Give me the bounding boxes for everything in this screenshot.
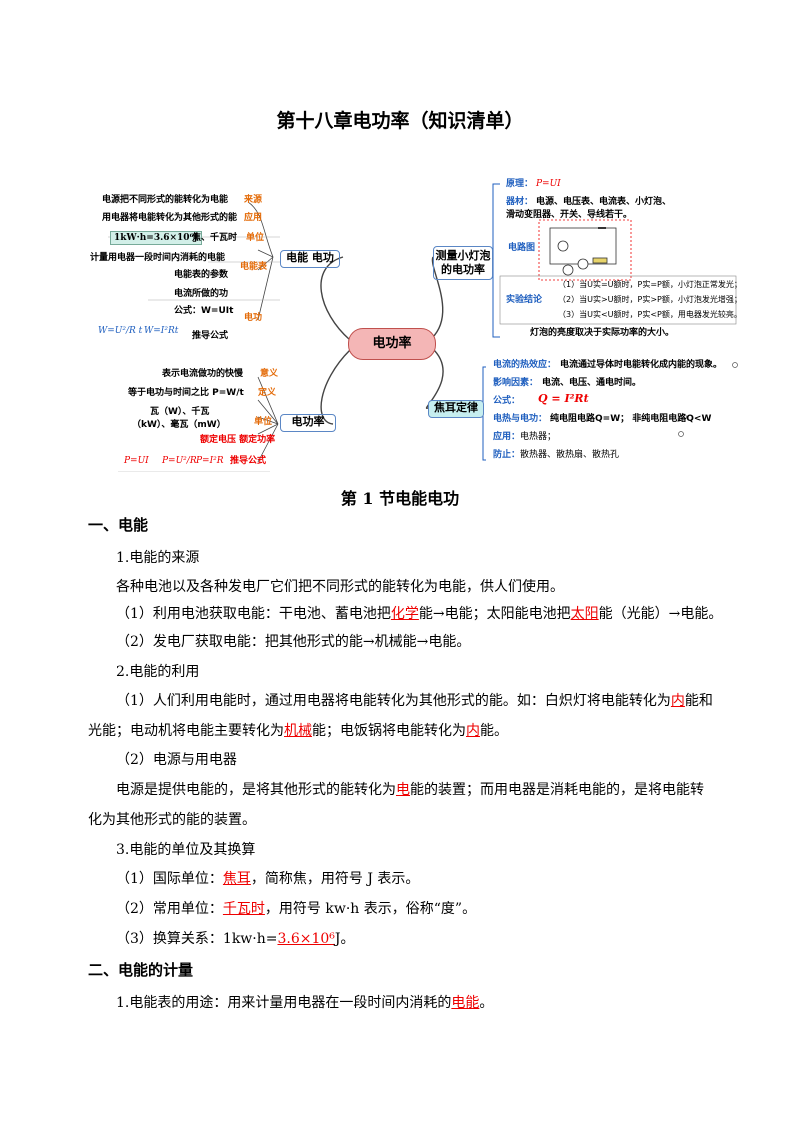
mind-map-center: 电功率 <box>348 328 436 360</box>
connector-bottom-left <box>320 349 351 425</box>
rb-row1-label: 电流的热效应： <box>493 360 557 370</box>
heading-2: 二、电能的计量 <box>88 961 194 979</box>
lt-row1-text: 电源把不同形式的能转化为电能 <box>102 195 229 205</box>
paragraph-2: （1）利用电池获取电能：干电池、蓄电池把化学能→电能；太阳能电池把太阳能（光能）… <box>116 606 723 622</box>
rt-conclusion3: （3）当U实<U额时，P实<P额，用电器发光较亮。 <box>558 310 742 319</box>
lt-row7-text: 推导公式 <box>192 331 229 341</box>
paragraph-11: （3）换算关系：1kw·h=3.6×10⁶J。 <box>116 931 355 947</box>
lb-row5-formula1: P=UI <box>124 456 149 466</box>
paragraph-8: 化为其他形式的能的装置。 <box>88 812 256 828</box>
lt-row7-formula2: W=I²Rt <box>144 326 179 336</box>
rb-row5-value: 电热器； <box>520 432 557 442</box>
connector-top-right <box>431 256 444 339</box>
rb-row3-value: Q = I²Rt <box>538 392 589 405</box>
lb-row3b-text: （kW）、毫瓦（mW） <box>132 420 226 430</box>
lb-row5-tag: 推导公式 <box>230 456 267 466</box>
lb-row1-text: 表示电流做功的快慢 <box>162 369 244 379</box>
lt-row2-text: 用电器将电能转化为其他形式的能 <box>102 213 238 223</box>
lb-row2-tag: 定义 <box>258 388 277 398</box>
blank-mechanical: 机械 <box>284 723 312 739</box>
mind-map: 电功率 电能 电功 电源把不同形式的能转化为电能 来源 用电器将电能转化为其他形… <box>88 172 748 472</box>
rb-row4-value: 纯电阻电路Q=W； 非纯电阻电路Q<W <box>550 414 712 424</box>
blank-conversion: 3.6×10⁶ <box>277 931 335 947</box>
blank-internal-2: 内 <box>466 723 480 739</box>
lt-row2-tag: 应用 <box>244 213 263 223</box>
node-measure-bulb-power: 测量小灯泡的电功率 <box>433 246 493 280</box>
node-electric-energy: 电能 电功 <box>280 250 340 268</box>
lb-row3-tag: 单位 <box>254 417 273 427</box>
rt-note: 灯泡的亮度取决于实际功率的大小。 <box>530 328 675 338</box>
lb-row1-tag: 意义 <box>260 369 279 379</box>
rt-circuit-label: 电路图 <box>508 243 536 253</box>
rb-row6-value: 散热器、散热扇、散热孔 <box>520 450 620 460</box>
lt-row7-formula1: W=U²/R t <box>98 326 143 336</box>
lb-row4-text: 额定电压 额定功率 <box>200 435 276 445</box>
rt-principle-value: P=UI <box>536 179 561 189</box>
node-joule-law: 焦耳定律 <box>428 400 484 418</box>
blank-chemical: 化学 <box>390 606 419 622</box>
rt-conclusion2: （2）当U实>U额时，P实>P额，小灯泡发光增强； <box>558 295 742 304</box>
subheading-2: 2.电能的利用 <box>116 664 200 680</box>
paragraph-3: （2）发电厂获取电能：把其他形式的能→机械能→电能。 <box>116 634 471 650</box>
blank-joule: 焦耳 <box>222 871 251 887</box>
paragraph-9: （1）国际单位：焦耳，简称焦，用符号 J 表示。 <box>116 871 420 887</box>
rb-row5-label: 应用： <box>493 432 521 442</box>
lt-row5-text: 电流所做的功 <box>174 289 229 299</box>
lt-row4-tag: 电能表 <box>240 262 268 272</box>
section-title: 第 1 节电能电功 <box>340 489 460 508</box>
connector-top-left <box>320 256 351 341</box>
blank-solar: 太阳 <box>570 606 599 622</box>
rb-row4-label: 电热与电功： <box>493 414 548 424</box>
lt-row6-text: 公式：W=UIt <box>174 306 234 316</box>
rb-row2-label: 影响因素： <box>493 378 539 388</box>
page-title: 第十八章电功率（知识清单） <box>276 110 524 132</box>
rt-equipment-label: 器材： <box>506 197 534 207</box>
paragraph-1: 各种电池以及各种发电厂它们把不同形式的能转化为电能，供人们使用。 <box>116 579 564 595</box>
rb-row1-value: 电流通过导体时电能转化成内能的现象。 <box>560 360 723 370</box>
blank-kwh: 千瓦时 <box>222 901 265 917</box>
paragraph-6: （2）电源与用电器 <box>116 752 237 768</box>
rb-row3-label: 公式： <box>493 396 521 406</box>
lb-row5-formula3: P=I²R <box>196 456 224 466</box>
lt-row3-text: 焦、千瓦时 <box>192 233 238 243</box>
lt-row4b-text: 电能表的参数 <box>174 270 229 280</box>
right-box-borders <box>499 275 737 325</box>
subheading-3: 3.电能的单位及其换算 <box>116 842 256 858</box>
rb-row6-label: 防止： <box>493 450 521 460</box>
blank-internal-1: 内 <box>670 693 685 709</box>
rt-equipment-value2: 滑动变阻器、开关、导线若干。 <box>506 210 633 220</box>
rt-equipment-value: 电源、电压表、电流表、小灯泡、 <box>536 197 672 207</box>
lb-row5-formula2: P=U²/R <box>162 456 197 466</box>
paragraph-12: 1.电能表的用途：用来计量用电器在一段时间内消耗的电能。 <box>116 995 494 1011</box>
blank-electric-energy: 电能 <box>451 995 480 1011</box>
blank-electric: 电 <box>396 782 410 798</box>
lt-row1-tag: 来源 <box>244 195 263 205</box>
rt-conclusion-label: 实验结论 <box>506 295 543 305</box>
lt-row3-formula: 1kW·h=3.6×10⁶J <box>110 231 202 245</box>
paragraph-4: （1）人们利用电能时，通过用电器将电能转化为其他形式的能。如：白炽灯将电能转化为… <box>116 693 713 709</box>
heading-1: 一、电能 <box>88 516 149 534</box>
node-electric-power: 电功率 <box>280 414 336 432</box>
paragraph-10: （2）常用单位：千瓦时，用符号 kw·h 表示，俗称“度”。 <box>116 901 477 917</box>
lb-row3-text: 瓦（W）、千瓦 <box>150 407 210 417</box>
lt-row4-text: 计量用电器一段时间内消耗的电能 <box>90 253 226 263</box>
lt-row3-tag: 单位 <box>246 233 265 243</box>
rt-conclusion1: （1）当U实=U额时，P实=P额，小灯泡正常发光； <box>558 280 742 289</box>
circuit-diagram <box>538 219 632 281</box>
lt-row56-tag: 电功 <box>244 313 263 323</box>
paragraph-5: 光能；电动机将电能主要转化为机械能；电饭锅将电能转化为内能。 <box>88 723 508 739</box>
rt-principle-label: 原理： <box>506 179 534 189</box>
lb-row2-text: 等于电功与时间之比 P=W/t <box>128 388 244 398</box>
subheading-1: 1.电能的来源 <box>116 550 200 566</box>
rb-row2-value: 电流、电压、通电时间。 <box>542 378 642 388</box>
paragraph-7: 电源是提供电能的，是将其他形式的能转化为电能的装置；而用电器是消耗电能的，是将电… <box>116 782 704 798</box>
connector-bottom-right <box>425 347 444 409</box>
